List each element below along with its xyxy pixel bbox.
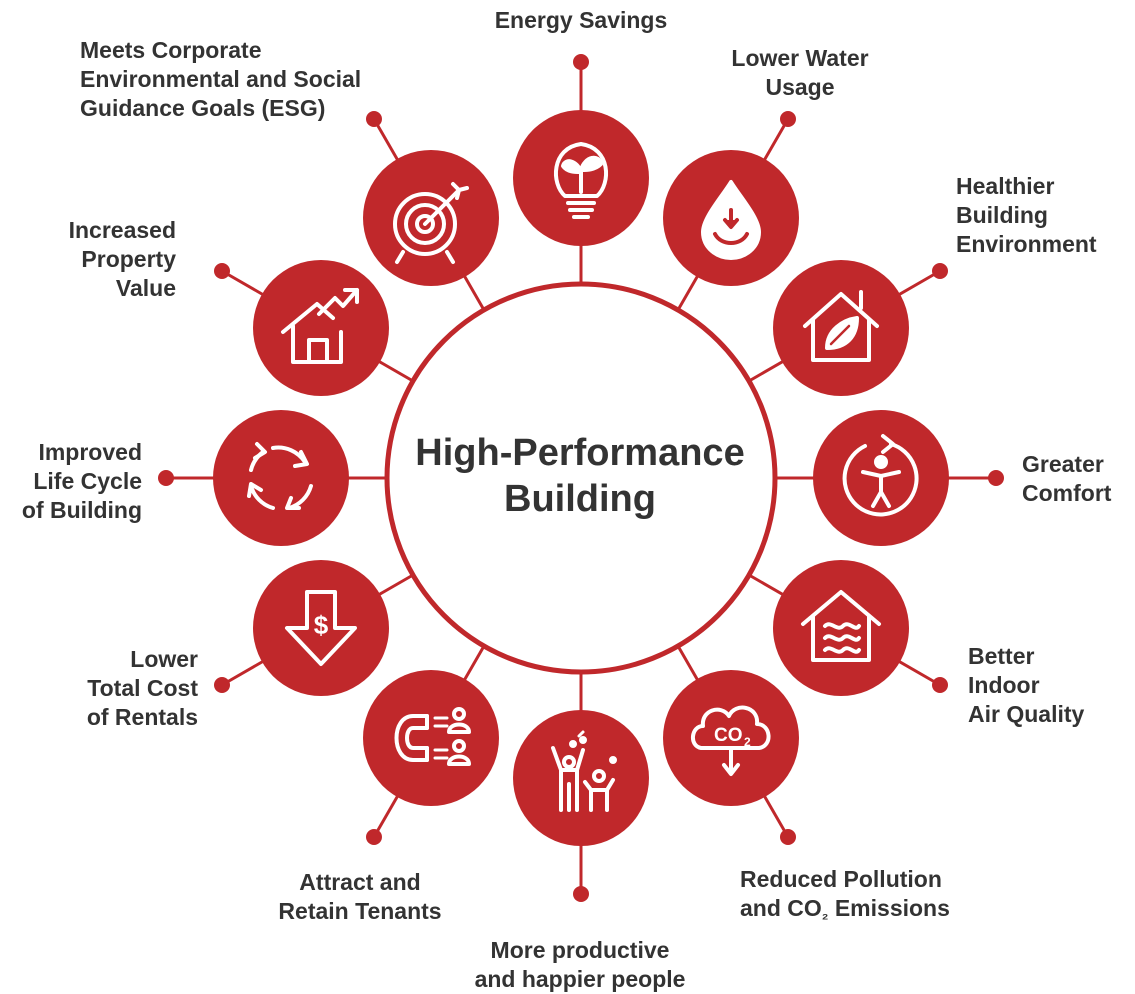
svg-text:2: 2 [744,735,751,749]
disc-improved-life-cycle [213,410,349,546]
dot-healthier-building [932,263,948,279]
target-arrow-icon [393,182,469,264]
house-air-icon [801,590,881,662]
label-improved-life-cycle: Improved Life Cycle of Building [21,439,142,523]
dot-energy-savings [573,54,589,70]
dot-better-indoor-air [932,677,948,693]
disc-more-productive [513,710,649,846]
dollar-down-arrow-icon: $ [285,590,357,666]
label-energy-savings: Energy Savings [494,7,668,33]
co2-cloud-icon: CO 2 [691,705,771,776]
label-lower-total-cost: Lower Total Cost of Rentals [86,646,198,730]
dot-reduced-pollution [780,829,796,845]
dot-increased-property-value [214,263,230,279]
label-better-indoor-air: Better Indoor Air Quality [968,643,1085,727]
center-title: High-Performance Building [360,430,800,522]
disc-increased-property-value [253,260,389,396]
svg-text:CO: CO [714,725,743,746]
dot-more-productive [573,886,589,902]
svg-text:$: $ [314,610,329,640]
icon-discs [213,110,949,846]
spoke-dots [158,54,1004,902]
dot-lower-water-usage [780,111,796,127]
dot-meets-esg [366,111,382,127]
dot-attract-tenants [366,829,382,845]
label-healthier-building: Healthier Building Environment [956,173,1097,257]
house-value-up-icon [281,288,359,364]
label-lower-water-usage: Lower Water Usage [731,45,869,100]
label-more-productive: More productive and happier people [474,937,686,992]
label-meets-esg: Meets Corporate Environmental and Social… [80,37,362,121]
house-leaf-icon [803,290,879,362]
water-drop-down-icon [701,180,761,260]
magnet-people-icon [394,707,471,766]
label-greater-comfort: Greater Comfort [1022,451,1112,506]
disc-reduced-pollution [663,670,799,806]
label-attract-tenants: Attract and Retain Tenants [278,869,442,924]
label-reduced-pollution-line-2: and CO₂ Emissions [740,895,950,923]
disc-lower-total-cost [253,560,389,696]
happy-people-icon [551,730,617,812]
center-title-line-1: High-Performance [415,432,745,474]
person-comfort-icon [842,434,919,517]
cycle-arrows-icon [247,442,313,510]
lightbulb-plant-icon [553,142,609,219]
disc-attract-tenants [363,670,499,806]
dot-greater-comfort [988,470,1004,486]
label-reduced-pollution: Reduced Pollution and CO₂ Emissions [740,865,980,929]
center-ring [384,281,778,675]
center-title-line-2: Building [504,478,656,520]
label-increased-property-value: Increased Property Value [68,217,176,301]
dot-improved-life-cycle [158,470,174,486]
dot-lower-total-cost [214,677,230,693]
